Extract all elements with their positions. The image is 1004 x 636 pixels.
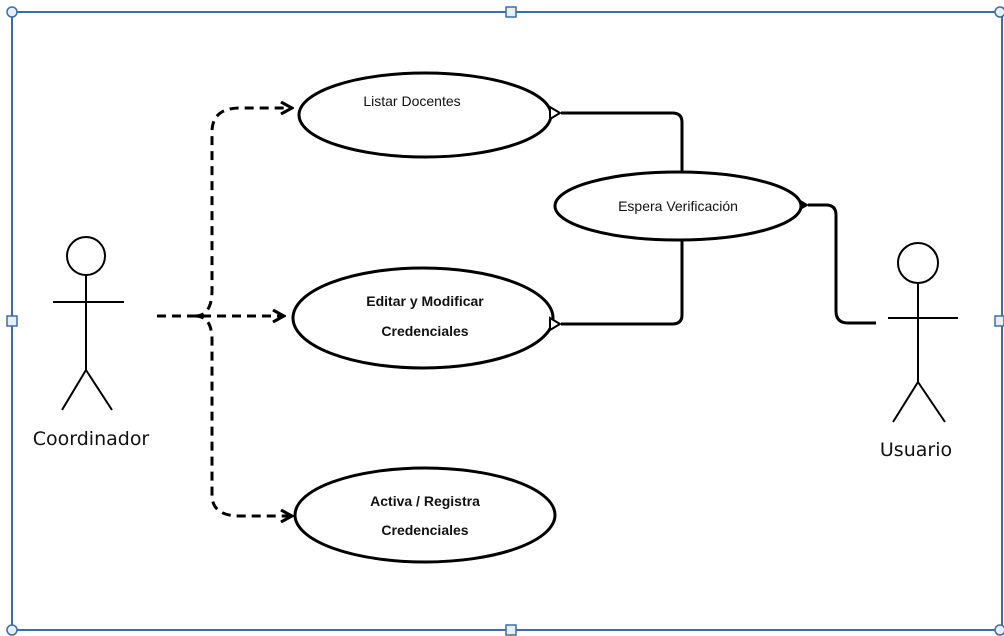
- use-case-await-verification[interactable]: [553, 170, 803, 242]
- use-case-await-verification-label: Espera Verificación: [618, 198, 738, 214]
- use-case-activate-credentials-label-line1: Activa / Registra: [370, 493, 480, 509]
- connector-user-to-verification: [795, 197, 876, 325]
- selection-frame[interactable]: [6, 6, 1004, 636]
- actor-coordinator-head: [66, 236, 106, 276]
- dashed-connectors: [157, 108, 292, 516]
- use-case-list-teachers-label: Listar Docentes: [363, 93, 460, 109]
- connector-to-list-teachers: [194, 108, 292, 318]
- connector-to-activate-credentials: [194, 314, 292, 516]
- extend-connectors: [549, 105, 876, 332]
- use-case-activate-credentials[interactable]: [293, 466, 557, 564]
- resize-handle-top-right[interactable]: [994, 6, 1004, 18]
- use-case-activate-credentials-label-line2: Credenciales: [381, 522, 468, 538]
- actor-coordinator-label: Coordinador: [33, 428, 150, 450]
- use-case-edit-credentials-label-line2: Credenciales: [381, 323, 468, 339]
- actor-user-label: Usuario: [880, 439, 952, 461]
- resize-handle-top-center[interactable]: [505, 6, 517, 18]
- resize-handle-bottom-center[interactable]: [505, 624, 517, 636]
- actor-user-head: [897, 242, 939, 284]
- connector-verification-to-edit-credentials: [549, 240, 684, 332]
- resize-handle-bottom-left[interactable]: [6, 624, 18, 636]
- resize-handle-middle-left[interactable]: [6, 315, 18, 327]
- resize-handle-bottom-right[interactable]: [994, 624, 1004, 636]
- connector-verification-to-list-teachers: [549, 105, 684, 172]
- resize-handle-middle-right[interactable]: [994, 315, 1004, 327]
- use-case-edit-credentials-label-line1: Editar y Modificar: [366, 293, 484, 309]
- use-case-edit-credentials[interactable]: [291, 266, 555, 370]
- resize-handle-top-left[interactable]: [6, 6, 18, 18]
- use-case-list-teachers[interactable]: [297, 71, 553, 159]
- actor-coordinator: [53, 236, 124, 411]
- actor-user: [888, 242, 958, 423]
